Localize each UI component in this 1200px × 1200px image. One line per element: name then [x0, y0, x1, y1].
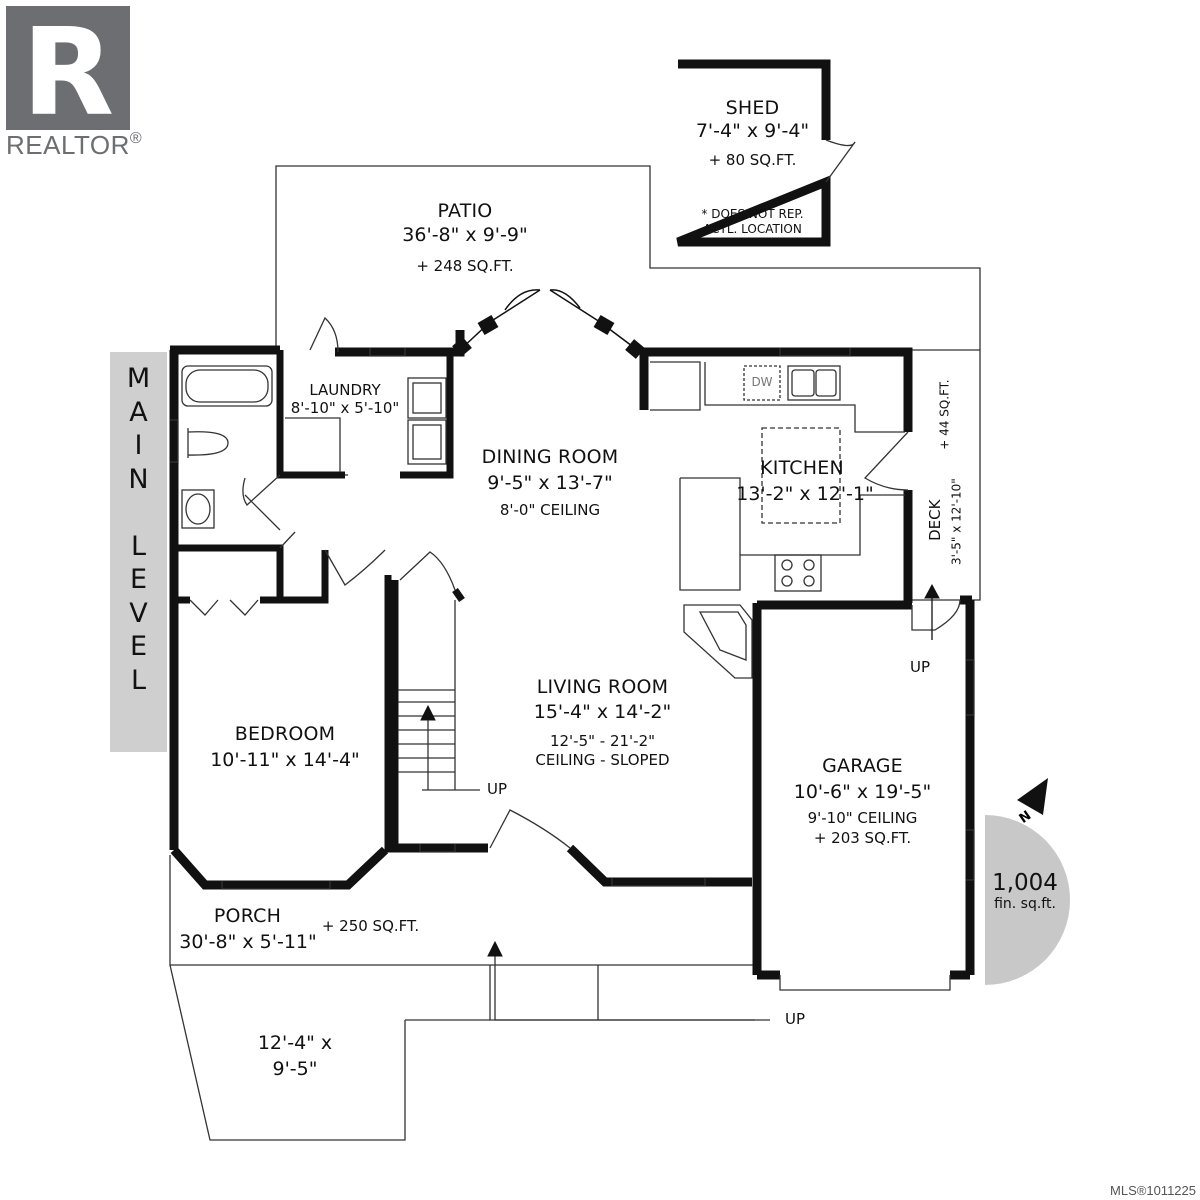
window-bedroom — [221, 881, 331, 890]
dining-ceiling: 8'-0" CEILING — [499, 501, 601, 519]
front-deck-outline — [169, 964, 406, 1141]
window-front — [419, 844, 456, 853]
deck-up-label: UP — [909, 658, 931, 676]
window-garage-east-2 — [966, 829, 975, 881]
main-level-band — [110, 352, 167, 752]
shed-door — [825, 139, 856, 183]
window-garage-east-1 — [966, 659, 975, 716]
dining-dims: 9'-5" x 13'-7" — [487, 472, 613, 494]
garage-door — [779, 975, 951, 991]
door-kitchen-deck — [863, 431, 909, 491]
deck-name: DECK — [925, 499, 944, 541]
door-laundry — [242, 474, 281, 506]
dining-name: DINING ROOM — [481, 446, 619, 468]
wall-bath-south — [178, 544, 329, 604]
realtor-logo-letter: R — [22, 6, 114, 130]
garage-area: + 203 SQ.FT. — [813, 829, 912, 847]
door-garage-deck — [911, 599, 961, 631]
wall-kitchen-east — [903, 490, 913, 608]
pantry — [650, 361, 701, 411]
dryer — [407, 377, 447, 419]
front-up-line — [494, 950, 770, 1021]
dishwasher — [743, 365, 781, 401]
wall-garage-north — [757, 595, 972, 610]
deck-area: + 44 SQ.FT. — [937, 379, 952, 450]
laundry-name: LAUNDRY — [309, 381, 381, 399]
finished-area: 1,004 fin. sq.ft. — [975, 870, 1075, 912]
kitchen-sink — [787, 365, 841, 401]
realtor-logo: R — [6, 6, 130, 130]
shed-dims: 7'-4" x 9'-4" — [695, 120, 810, 142]
closet-doors — [189, 599, 259, 616]
shed-walls — [676, 59, 831, 247]
living-ceiling-1: 12'-5" - 21'-2" — [549, 732, 656, 750]
bathtub — [181, 365, 273, 407]
dishwasher-label: DW — [751, 375, 773, 389]
stairs-up-label: UP — [486, 780, 508, 798]
bedroom-name: BEDROOM — [234, 723, 336, 745]
bedroom-dims: 10'-11" x 14'-4" — [210, 749, 360, 771]
porch-name: PORCH — [213, 905, 282, 927]
mls-number: MLS®1011225 — [1110, 1183, 1196, 1198]
patio-area: + 248 SQ.FT. — [416, 257, 514, 275]
front-deck-dims-1: 12'-4" x — [257, 1032, 333, 1054]
patio-door-arc — [504, 289, 581, 311]
finished-area-unit: fin. sq.ft. — [994, 896, 1056, 912]
wall-kitchen-north — [640, 347, 913, 432]
patio-outline — [275, 165, 981, 350]
door-closet — [324, 549, 386, 586]
stove — [774, 554, 822, 592]
wall-stair-post — [452, 587, 465, 603]
kitchen-name: KITCHEN — [760, 457, 844, 479]
stairs — [398, 600, 480, 791]
window-living — [611, 878, 706, 887]
front-up-label: UP — [784, 1010, 806, 1028]
deck-outline — [912, 349, 981, 601]
garage-name: GARAGE — [822, 755, 903, 777]
living-dims: 15'-4" x 14'-2" — [533, 701, 672, 723]
wall-north-laundry — [335, 330, 465, 357]
front-steps — [489, 965, 755, 1021]
front-deck-dims-2: 9'-5" — [272, 1058, 318, 1080]
garage-dims: 10'-6" x 19'-5" — [793, 781, 932, 803]
toilet — [187, 428, 229, 458]
window-bath — [170, 419, 179, 463]
shed-note-1: * DOES NOT REP. — [701, 207, 804, 221]
laundry-dims: 8'-10" x 5'-10" — [290, 399, 400, 417]
level-label: M A I N L E V E L — [126, 363, 151, 696]
realtor-wordmark: REALTOR® — [6, 130, 143, 160]
door-front — [489, 809, 571, 849]
wall-bedroom-south — [170, 846, 389, 890]
living-name: LIVING ROOM — [536, 676, 669, 698]
living-ceiling-2: CEILING - SLOPED — [535, 751, 670, 769]
shed-name: SHED — [725, 97, 780, 119]
kitchen-island — [761, 427, 841, 524]
door-patio — [309, 316, 339, 353]
kitchen-counter — [704, 362, 905, 433]
shed-note-2: ACTL. LOCATION — [703, 222, 802, 236]
wall-laundry-east — [400, 352, 454, 479]
shed-area: + 80 SQ.FT. — [708, 151, 797, 169]
wall-living-south-b — [566, 844, 752, 887]
patio-dims: 36'-8" x 9'-9" — [402, 224, 528, 246]
kitchen-dims: 13'-2" x 12'-1" — [736, 483, 874, 505]
fireplace — [683, 604, 753, 679]
finished-area-value: 1,004 — [992, 870, 1058, 896]
bath-sink — [181, 489, 215, 529]
porch-dims: 30'-8" x 5'-11" — [179, 931, 317, 953]
deck-dims: 3'-5" x 12'-10" — [949, 478, 964, 566]
door-stair — [399, 551, 456, 591]
porch-area: + 250 SQ.FT. — [321, 917, 420, 935]
door-bath — [244, 494, 296, 549]
garage-ceiling: 9'-10" CEILING — [807, 809, 918, 827]
washer — [407, 419, 447, 465]
window-kitchen — [779, 348, 851, 357]
patio-name: PATIO — [437, 200, 493, 222]
compass — [985, 778, 1070, 985]
